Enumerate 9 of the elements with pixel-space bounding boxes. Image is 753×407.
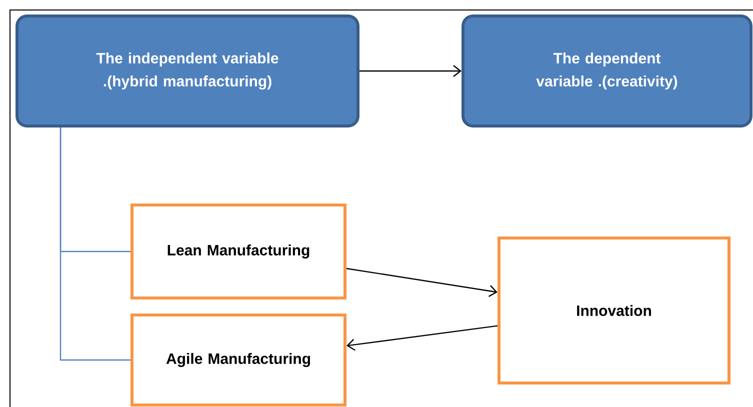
concept-box: Innovation: [498, 236, 730, 384]
concept-box: Lean Manufacturing: [130, 204, 346, 300]
arrow: [360, 65, 462, 77]
arrow: [346, 268, 498, 297]
variable-box: The dependent variable .(creativity): [462, 14, 752, 128]
variable-box: The independent variable .(hybrid manufacturing): [16, 14, 360, 128]
arrow: [346, 325, 498, 351]
connector-line: [60, 128, 130, 361]
concept-box: Agile Manufacturing: [130, 314, 346, 406]
